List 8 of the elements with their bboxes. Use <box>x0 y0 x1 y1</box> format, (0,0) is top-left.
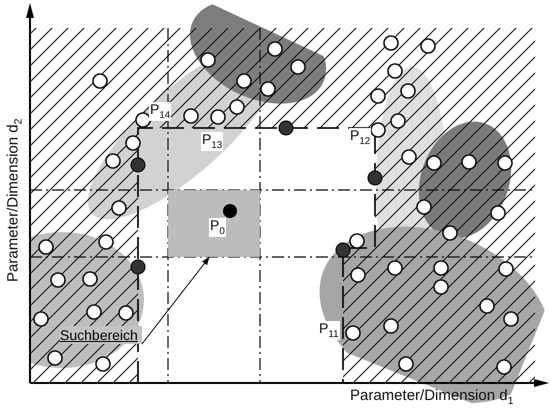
point-label: P$_{0}$ <box>209 218 226 237</box>
leader-line <box>142 256 210 344</box>
search-area <box>168 190 260 257</box>
point-label: P$_{14}$ <box>149 102 172 121</box>
point-label: P$_{12}$ <box>349 128 372 147</box>
callout-text: Suchbereich <box>60 326 142 344</box>
point-label: P$_{13}$ <box>201 132 224 151</box>
point-label: P$_{11}$ <box>318 321 340 340</box>
